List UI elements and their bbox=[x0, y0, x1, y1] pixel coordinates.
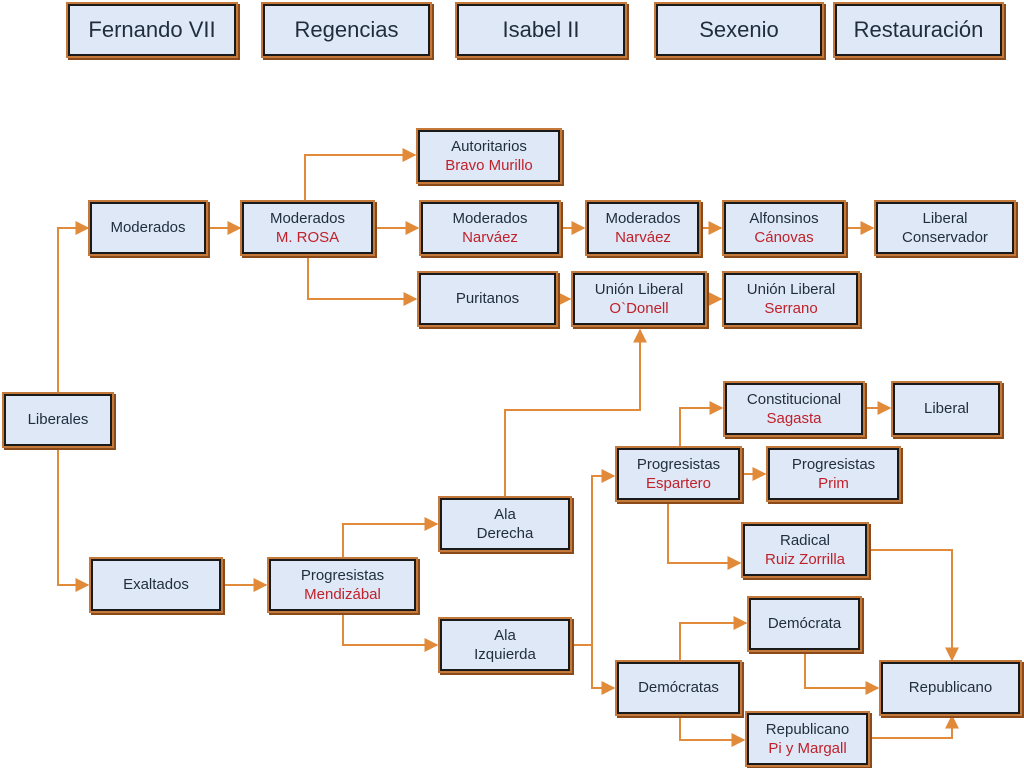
link-pi-republicano bbox=[869, 714, 959, 739]
node-leader: Pi y Margall bbox=[768, 740, 847, 757]
node-ala-derecha: Ala Derecha bbox=[440, 498, 570, 550]
node-liberal: Liberal bbox=[893, 383, 1000, 435]
period-label: Isabel II bbox=[502, 16, 580, 42]
node-name-2: Izquierda bbox=[474, 646, 536, 663]
node-name: Ala bbox=[494, 505, 516, 523]
period-regencias: Regencias bbox=[263, 4, 430, 56]
link-liberales-exaltados bbox=[57, 448, 90, 592]
node-name: Constitucional bbox=[746, 390, 842, 408]
node-name: Autoritarios bbox=[451, 137, 527, 155]
node-ala-izquierda: Ala Izquierda bbox=[440, 619, 570, 671]
node-leader: Narváez bbox=[462, 229, 518, 246]
link-mendizabal-izquierda bbox=[342, 613, 439, 652]
node-republicano: Republicano bbox=[881, 662, 1020, 714]
node-moderados-narvaez-1: Moderados Narváez bbox=[421, 202, 559, 254]
node-name: Progresistas bbox=[791, 455, 876, 473]
node-union-odonell: Unión Liberal O`Donell bbox=[573, 273, 705, 325]
period-label: Sexenio bbox=[699, 16, 779, 42]
node-name: Alfonsinos bbox=[749, 209, 819, 227]
link-espartero-radical bbox=[667, 502, 742, 570]
link-democratas-democrata bbox=[679, 616, 748, 660]
period-sexenio: Sexenio bbox=[656, 4, 822, 56]
node-leader: Narváez bbox=[615, 229, 671, 246]
node-leader: Ruiz Zorrilla bbox=[764, 551, 845, 568]
link-radical-republicano bbox=[868, 549, 959, 662]
node-liberal-conservador: Liberal Conservador bbox=[876, 202, 1014, 254]
node-constitucional: Constitucional Sagasta bbox=[725, 383, 863, 435]
node-name: Liberales bbox=[27, 411, 89, 429]
period-fernando-vii: Fernando VII bbox=[68, 4, 236, 56]
link-democrata-republicano bbox=[804, 650, 880, 695]
node-name: Moderados bbox=[110, 219, 186, 237]
node-moderados-mrosa: Moderados M. ROSA bbox=[242, 202, 373, 254]
node-leader: Espartero bbox=[645, 475, 712, 492]
node-liberales: Liberales bbox=[4, 394, 112, 446]
node-name: Progresistas bbox=[636, 455, 721, 473]
link-democratas-pi bbox=[679, 716, 746, 747]
node-name: Progresistas bbox=[300, 566, 385, 584]
node-name: Liberal bbox=[923, 400, 970, 418]
node-moderados: Moderados bbox=[90, 202, 206, 254]
node-leader: M. ROSA bbox=[275, 229, 340, 246]
node-name: Moderados bbox=[605, 209, 681, 227]
node-name: Exaltados bbox=[123, 576, 189, 594]
period-label: Restauración bbox=[853, 16, 984, 42]
node-republicano-pi-y-margall: Republicano Pi y Margall bbox=[747, 713, 868, 765]
node-leader: Bravo Murillo bbox=[445, 157, 533, 174]
node-progresistas-mendizabal: Progresistas Mendizábal bbox=[269, 559, 416, 611]
node-progresistas-espartero: Progresistas Espartero bbox=[617, 448, 740, 500]
link-izquierda-democratas bbox=[591, 645, 616, 695]
link-mrosa-puritanos bbox=[307, 256, 418, 306]
link-liberales-moderados bbox=[57, 221, 90, 392]
link-mendizabal-derecha bbox=[342, 517, 439, 557]
node-leader: Cánovas bbox=[754, 229, 814, 246]
node-name: Republicano bbox=[765, 720, 850, 738]
node-puritanos: Puritanos bbox=[419, 273, 556, 325]
period-isabel-ii: Isabel II bbox=[457, 4, 625, 56]
node-name: Republicano bbox=[908, 679, 993, 697]
node-name: Liberal bbox=[922, 209, 968, 227]
link-espartero-constitucional bbox=[679, 401, 724, 446]
node-name: Radical bbox=[779, 531, 831, 549]
node-name: Moderados bbox=[452, 209, 528, 227]
node-name: Unión Liberal bbox=[594, 280, 684, 298]
node-name-2: Derecha bbox=[476, 525, 534, 542]
node-leader: Serrano bbox=[764, 300, 818, 317]
node-autoritarios: Autoritarios Bravo Murillo bbox=[418, 130, 560, 182]
link-derecha-union bbox=[504, 328, 647, 496]
node-name: Ala bbox=[494, 626, 516, 644]
period-restauracion: Restauración bbox=[835, 4, 1002, 56]
node-name: Demócrata bbox=[767, 615, 842, 633]
node-name: Demócratas bbox=[638, 679, 719, 697]
node-name: Puritanos bbox=[455, 290, 520, 308]
node-democratas: Demócratas bbox=[617, 662, 740, 714]
node-name-2: Conservador bbox=[902, 229, 988, 246]
node-moderados-narvaez-2: Moderados Narváez bbox=[587, 202, 699, 254]
node-leader: Sagasta bbox=[766, 410, 822, 427]
node-radical: Radical Ruiz Zorrilla bbox=[743, 524, 867, 576]
node-progresistas-prim: Progresistas Prim bbox=[768, 448, 899, 500]
period-label: Fernando VII bbox=[88, 16, 216, 42]
node-name: Moderados bbox=[269, 209, 346, 227]
link-mrosa-autoritarios bbox=[304, 148, 417, 200]
period-label: Regencias bbox=[294, 16, 399, 42]
node-leader: Mendizábal bbox=[304, 586, 381, 603]
node-union-serrano: Unión Liberal Serrano bbox=[724, 273, 858, 325]
node-democrata: Demócrata bbox=[749, 598, 860, 650]
node-leader: Prim bbox=[818, 475, 849, 492]
node-alfonsinos: Alfonsinos Cánovas bbox=[724, 202, 844, 254]
link-izquierda-espartero bbox=[571, 469, 616, 646]
node-exaltados: Exaltados bbox=[91, 559, 221, 611]
node-leader: O`Donell bbox=[609, 300, 669, 317]
node-name: Unión Liberal bbox=[746, 280, 836, 298]
